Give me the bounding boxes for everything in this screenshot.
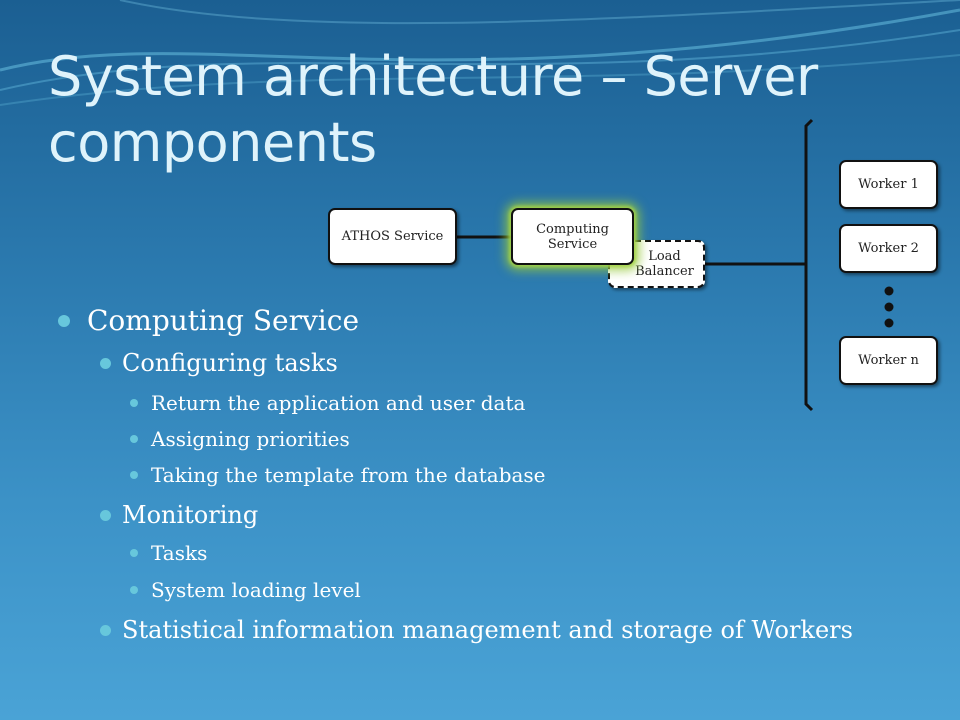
bullet-dot-icon bbox=[130, 549, 138, 557]
ellipsis-dot-2 bbox=[884, 302, 894, 312]
bullet-dot-icon bbox=[100, 357, 111, 369]
bullet-dot-icon bbox=[58, 314, 70, 327]
bullet-dot-icon bbox=[130, 586, 138, 594]
bullet-dot-icon bbox=[130, 435, 138, 443]
slide-title: System architecture – Server components bbox=[48, 44, 848, 176]
bullet-text: System loading level bbox=[151, 578, 361, 602]
computing-service-label-line-1: Computing bbox=[536, 221, 609, 237]
athos-service-label: ATHOS Service bbox=[341, 229, 444, 244]
load-balancer-label-line-1: Load bbox=[648, 249, 681, 264]
bullet-configuring-tasks: Configuring tasks bbox=[100, 349, 338, 377]
bullet-tasks: Tasks bbox=[130, 541, 207, 565]
ellipsis-dot-3 bbox=[884, 318, 894, 328]
bullet-text: Return the application and user data bbox=[151, 391, 526, 415]
worker-2-box: Worker 2 bbox=[839, 224, 938, 273]
bullet-dot-icon bbox=[130, 471, 138, 479]
worker-n-box: Worker n bbox=[839, 336, 938, 385]
bullet-dot-icon bbox=[100, 624, 111, 636]
worker-1-box: Worker 1 bbox=[839, 160, 938, 209]
athos-service-box: ATHOS Service bbox=[328, 208, 457, 265]
bullet-text: Monitoring bbox=[122, 501, 259, 529]
computing-service-label: Computing Service bbox=[536, 222, 609, 252]
bullet-text: Tasks bbox=[151, 541, 208, 565]
computing-service-box: Computing Service bbox=[511, 208, 634, 265]
worker-2-label: Worker 2 bbox=[858, 241, 919, 256]
worker-n-label: Worker n bbox=[858, 353, 919, 368]
bullet-return-data: Return the application and user data bbox=[130, 391, 525, 415]
bullet-text: Configuring tasks bbox=[122, 349, 338, 377]
computing-service-label-line-2: Service bbox=[547, 236, 598, 252]
bullet-text: Computing Service bbox=[87, 304, 360, 337]
bullet-taking-template: Taking the template from the database bbox=[130, 463, 546, 487]
worker-1-label: Worker 1 bbox=[858, 177, 919, 192]
bullet-dot-icon bbox=[100, 509, 111, 521]
bullet-computing-service: Computing Service bbox=[58, 304, 359, 337]
ellipsis-dot-1 bbox=[884, 286, 894, 296]
load-balancer-label: Load Balancer bbox=[635, 249, 694, 279]
slide-title-line-2: components bbox=[48, 111, 377, 174]
bullet-statistical-info: Statistical information management and s… bbox=[100, 616, 853, 644]
load-balancer-label-line-2: Balancer bbox=[635, 264, 694, 279]
slide-title-line-1: System architecture – Server bbox=[48, 45, 818, 108]
bullet-dot-icon bbox=[130, 399, 138, 407]
bullet-text: Taking the template from the database bbox=[151, 463, 546, 487]
bullet-assigning-priorities: Assigning priorities bbox=[130, 427, 350, 451]
bullet-system-loading: System loading level bbox=[130, 578, 361, 602]
bullet-text: Statistical information management and s… bbox=[122, 616, 853, 644]
bullet-text: Assigning priorities bbox=[151, 427, 350, 451]
bullet-monitoring: Monitoring bbox=[100, 501, 258, 529]
